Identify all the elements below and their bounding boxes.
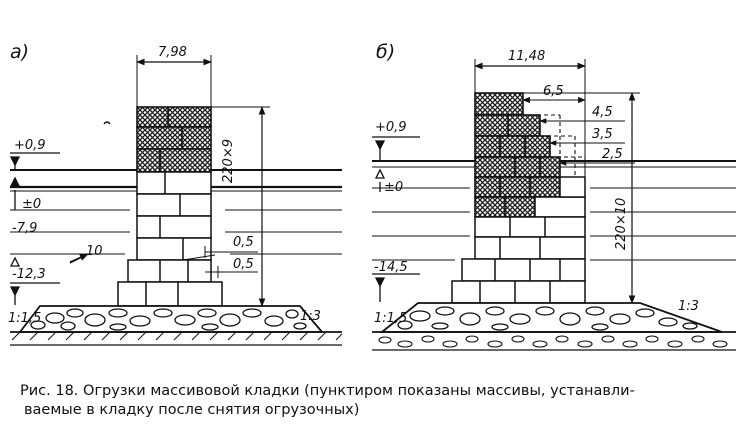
masonry-a xyxy=(117,171,223,307)
level-markers-a xyxy=(9,152,89,305)
dim-step-b-3-label: 2,5 xyxy=(602,147,623,162)
level-top-b-label: +0,9 xyxy=(375,120,407,135)
level-markers-b xyxy=(372,136,420,302)
caption-line-1: Рис. 18. Огрузки массивовой кладки (пунк… xyxy=(20,383,635,399)
riprap-a xyxy=(18,305,324,333)
level-bottom-a-label: -12,3 xyxy=(12,267,46,282)
dim-height-b-label: 220×10 xyxy=(614,197,629,250)
slope-left-b-label: 1:1,5 xyxy=(374,311,408,326)
dim-step-b-1-label: 4,5 xyxy=(592,105,613,120)
scan-mark xyxy=(103,121,111,125)
masonry-b xyxy=(451,176,586,304)
diagram-b-label: б) xyxy=(376,41,396,63)
dim-offset-a-1-label: 0,5 xyxy=(233,235,254,250)
riprap-b xyxy=(379,302,723,333)
caption-line-2: ваемые в кладку после снятия огрузочных) xyxy=(24,402,360,418)
level-bottom-b-label: -14,5 xyxy=(374,260,408,275)
load-blocks-a xyxy=(136,106,212,173)
diagram-a-label: а) xyxy=(10,41,30,63)
figure-caption: Рис. 18. Огрузки массивовой кладки (пунк… xyxy=(20,382,736,420)
dim-step-b-2-label: 3,5 xyxy=(592,127,613,142)
ground-hatch-a xyxy=(11,331,343,341)
level-step-a-label: 10 xyxy=(86,244,103,259)
slope-right-a-label: 1:3 xyxy=(300,309,321,324)
slope-right-b-label: 1:3 xyxy=(678,299,699,314)
dim-width-a-label: 7,98 xyxy=(158,45,187,60)
diagram-b xyxy=(372,59,736,351)
dim-width-b-label: 11,48 xyxy=(508,49,546,64)
level-zero-b-label: ±0 xyxy=(384,180,404,195)
level-zero-a-label: ±0 xyxy=(22,197,42,212)
dim-height-a-label: 220×9 xyxy=(221,139,236,183)
slope-left-a-label: 1:1,5 xyxy=(8,311,42,326)
dim-inner-b-label: 6,5 xyxy=(543,84,564,99)
level-mid-a-label: -7,9 xyxy=(12,221,38,236)
dim-offset-a-2-label: 0,5 xyxy=(233,257,254,272)
ground-band-b xyxy=(378,335,728,348)
diagram-a xyxy=(9,55,343,346)
load-blocks-b xyxy=(474,92,561,218)
level-top-a-label: +0,9 xyxy=(14,138,46,153)
